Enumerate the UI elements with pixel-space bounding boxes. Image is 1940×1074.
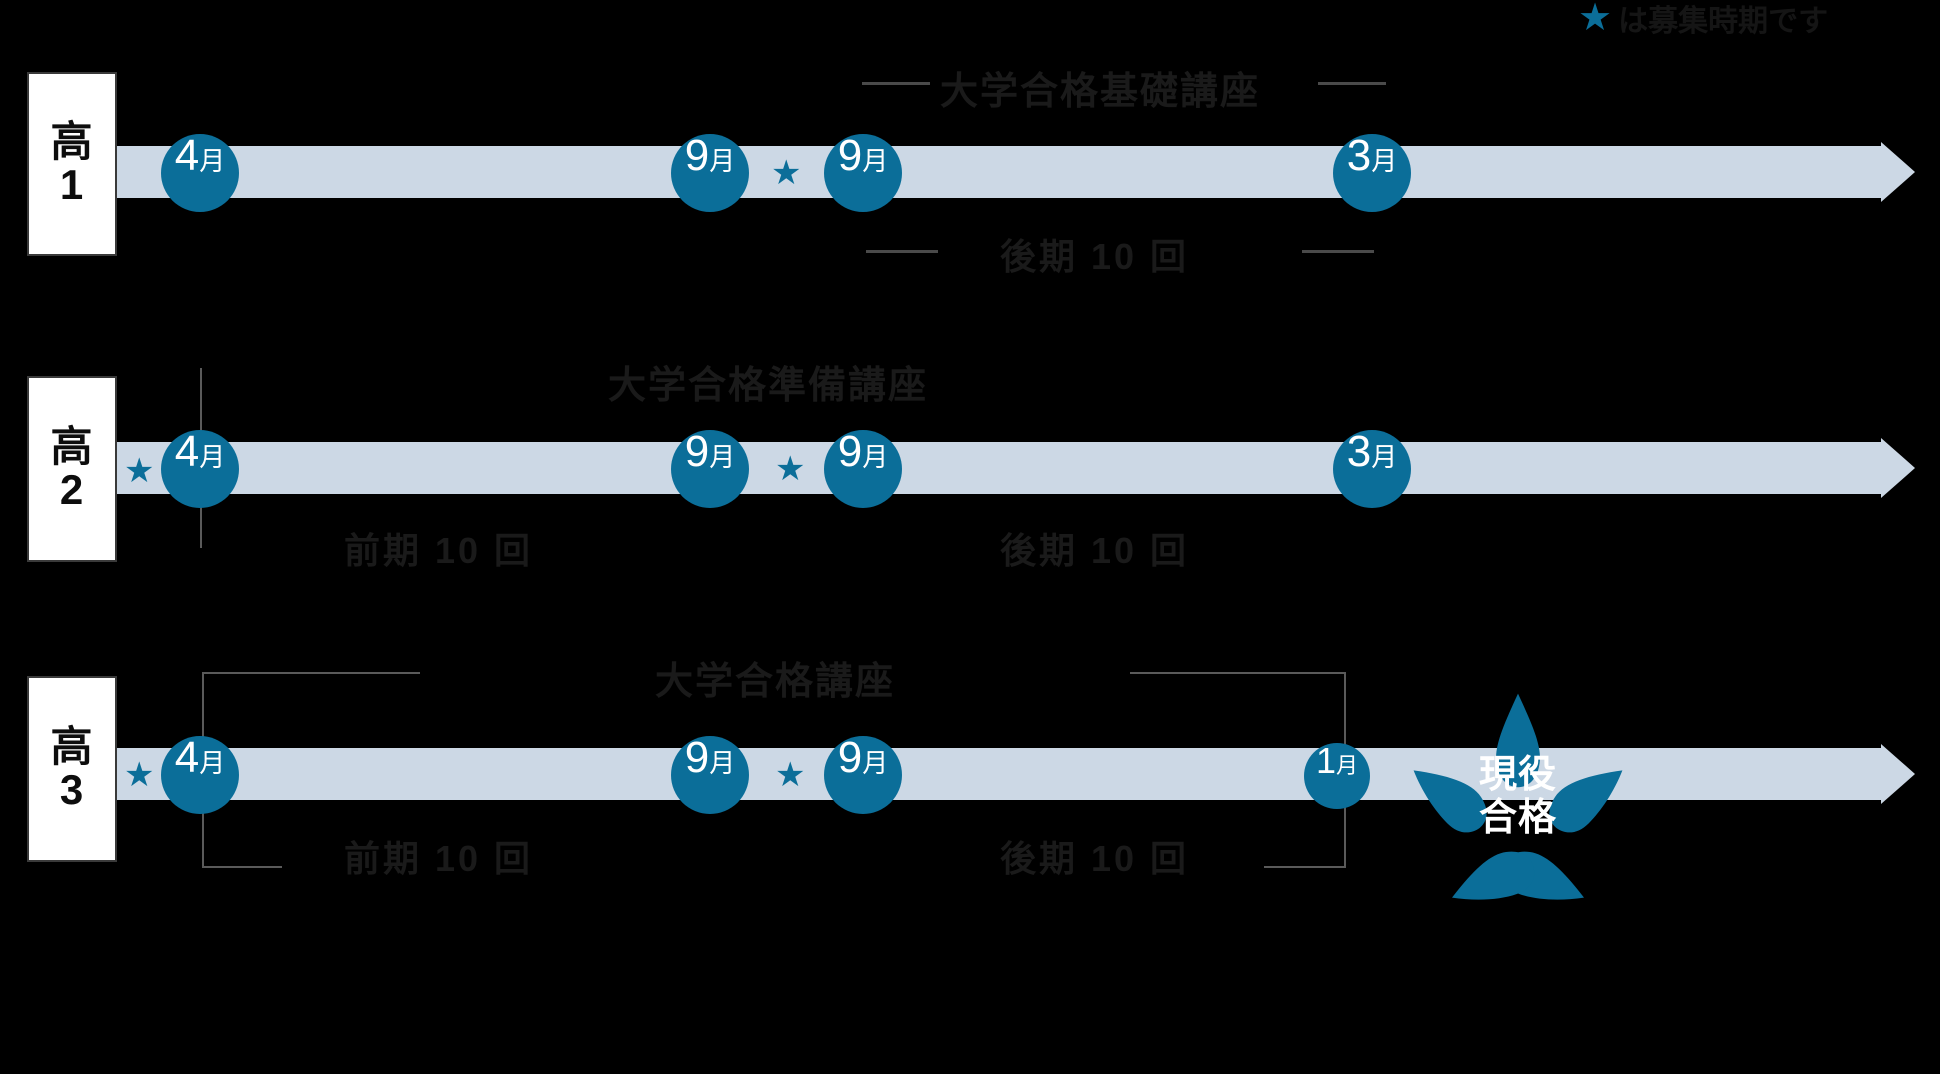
timeline-arrow-1 (1881, 142, 1915, 202)
month-number: 9 (684, 131, 710, 180)
year-label-box-1: 高 1 (27, 72, 117, 256)
month-unit: 月 (199, 748, 226, 778)
month-number: 4 (174, 427, 200, 476)
year-kanji-2: 高 (50, 423, 94, 471)
month-unit: 月 (199, 442, 226, 472)
month-number: 9 (684, 427, 710, 476)
legend-star-icon: ★ (1578, 0, 1613, 39)
timeline-track-2 (113, 442, 1881, 494)
timeline-arrow-2 (1881, 438, 1915, 498)
timeline-track-1 (113, 146, 1881, 198)
legend-label: は募集時期です (1618, 5, 1829, 38)
course-bracket-right-3 (1130, 672, 1345, 674)
month-unit: 月 (862, 146, 889, 176)
month-unit: 月 (709, 748, 736, 778)
month-number: 9 (837, 733, 863, 782)
month-unit: 月 (199, 146, 226, 176)
title-rule-left-1 (862, 82, 930, 85)
recruit-star-icon-1-a: ★ (771, 154, 802, 192)
month-unit: 月 (862, 748, 889, 778)
year-number-1: 1 (59, 161, 85, 208)
month-unit: 月 (862, 442, 889, 472)
course-title-3: 大学合格講座 (655, 661, 896, 703)
term-label-2-latter: 後期 10 回 (1000, 530, 1190, 571)
course-title-2: 大学合格準備講座 (608, 365, 929, 407)
month-unit: 月 (709, 146, 736, 176)
timeline-arrow-3 (1881, 744, 1915, 804)
month-number: 3 (1346, 131, 1372, 180)
term-label-3-latter: 後期 10 回 (1000, 838, 1190, 879)
recruit-star-icon-3-a: ★ (124, 756, 155, 794)
month-number: 3 (1346, 427, 1372, 476)
year-number-3: 3 (59, 766, 85, 813)
goal-line-1: 現役 (1478, 754, 1557, 796)
month-number: 4 (174, 131, 200, 180)
course-title-1: 大学合格基礎講座 (940, 71, 1261, 113)
term-label-2-first: 前期 10 回 (344, 530, 534, 571)
year-label-box-3: 高 3 (27, 676, 117, 862)
recruit-star-icon-3-b: ★ (775, 756, 806, 794)
term-label-3-first: 前期 10 回 (344, 838, 534, 879)
term-label-1-latter: 後期 10 回 (1000, 236, 1190, 277)
month-number: 4 (174, 733, 200, 782)
title-rule-right-1 (1318, 82, 1386, 85)
year-label-box-2: 高 2 (27, 376, 117, 562)
month-number: 9 (837, 427, 863, 476)
goal-badge-label: 現役 合格 (1398, 754, 1638, 839)
goal-line-2: 合格 (1478, 796, 1557, 839)
month-unit: 月 (1371, 146, 1398, 176)
month-unit: 月 (709, 442, 736, 472)
month-number: 9 (684, 733, 710, 782)
course-bracket-foot-left-3 (202, 866, 282, 868)
month-unit: 月 (1336, 753, 1359, 778)
month-number: 1 (1315, 740, 1336, 781)
month-unit: 月 (1371, 442, 1398, 472)
year-kanji-3: 高 (50, 723, 94, 771)
sakura-icon (1413, 693, 1623, 900)
recruit-star-icon-2-a: ★ (124, 452, 155, 490)
month-number: 9 (837, 131, 863, 180)
legend: ★ は募集時期です (1578, 0, 1828, 40)
term-rule-right-1 (1302, 250, 1374, 253)
year-kanji-1: 高 (50, 118, 94, 166)
course-bracket-foot-right-3 (1264, 866, 1346, 868)
year-number-2: 2 (59, 466, 85, 513)
recruit-star-icon-2-b: ★ (775, 450, 806, 488)
term-rule-left-1 (866, 250, 938, 253)
course-bracket-left-3 (202, 672, 420, 674)
